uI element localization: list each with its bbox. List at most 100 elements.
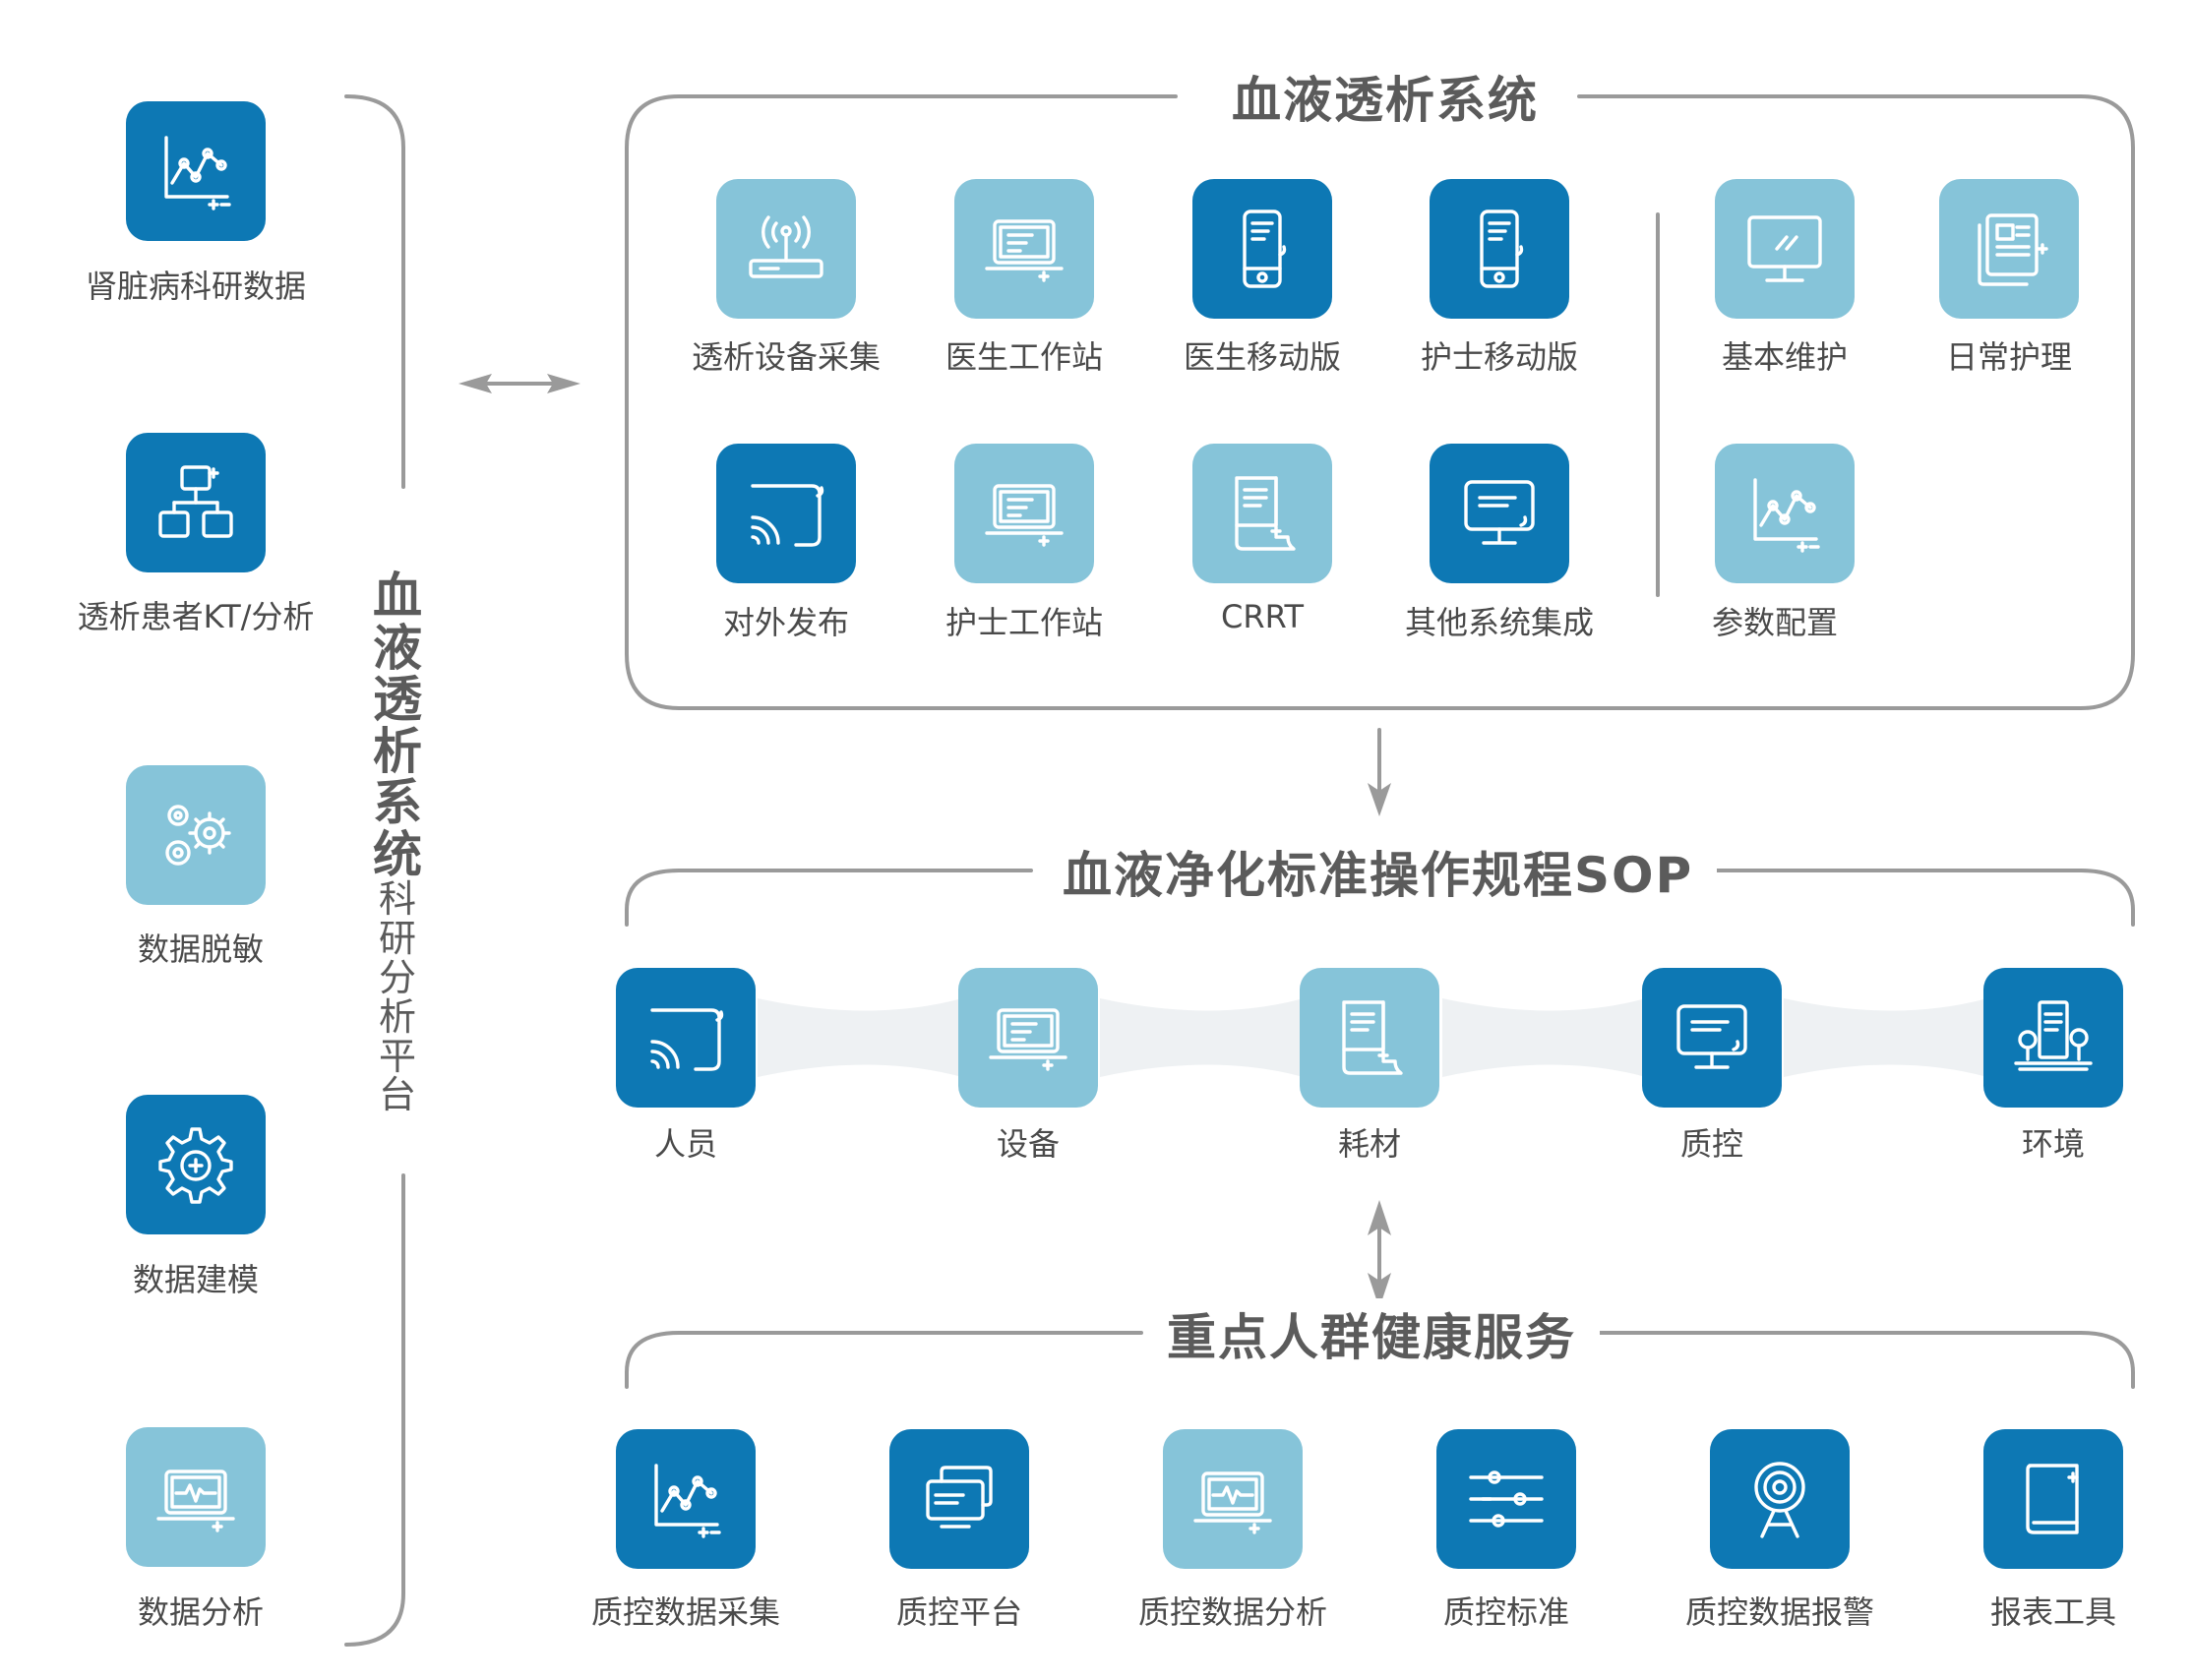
- label-left-0: 肾脏病科研数据: [85, 268, 306, 305]
- label-dialysis-3: 护士移动版: [1420, 338, 1578, 376]
- gears-icon: [165, 805, 231, 866]
- building-trees-icon: [2014, 1000, 2093, 1071]
- tile-sop-1[interactable]: [958, 968, 1098, 1108]
- label-side-1: 日常护理: [1945, 338, 2072, 376]
- vtitle-char: 血: [373, 568, 422, 625]
- sop-band-2: [1100, 998, 1304, 1077]
- tile-left-4[interactable]: [126, 1427, 266, 1567]
- tile-side-0[interactable]: [1715, 179, 1855, 319]
- laptop-icon: [985, 484, 1064, 547]
- tile-kp-4[interactable]: [1710, 1429, 1850, 1569]
- vtitle-char: 统: [373, 825, 422, 883]
- vtitle-char: 平: [378, 1034, 416, 1078]
- label-dialysis-4: 对外发布: [722, 604, 849, 641]
- document-icon: [1235, 476, 1296, 551]
- label-dialysis-1: 医生工作站: [944, 338, 1103, 376]
- arrowhead-down: [1368, 783, 1391, 816]
- tile-dialysis-0[interactable]: [716, 179, 856, 319]
- dialysis-system-title: 血液透析系统: [1208, 61, 1562, 132]
- tile-sop-3[interactable]: [1642, 968, 1782, 1108]
- tile-dialysis-7[interactable]: [1430, 444, 1569, 583]
- tile-dialysis-5[interactable]: [954, 444, 1094, 583]
- tile-side-1[interactable]: [1939, 179, 2079, 319]
- label-side-0: 基本维护: [1721, 338, 1848, 376]
- mobile-icon: [1480, 210, 1524, 288]
- label-sop-3: 质控: [1679, 1125, 1743, 1163]
- line-chart-icon: [164, 136, 231, 210]
- key-population-title: 重点人群健康服务: [1143, 1298, 1600, 1369]
- laptop-icon: [989, 1008, 1067, 1071]
- sliders-icon: [1469, 1470, 1544, 1528]
- label-dialysis-6: CRRT: [1220, 598, 1305, 635]
- tile-side-2[interactable]: [1715, 444, 1855, 583]
- document-icon: [1342, 1000, 1403, 1075]
- sop-title: 血液净化标准操作规程SOP: [1039, 836, 1718, 907]
- label-left-1: 透析患者KT/分析: [77, 598, 315, 635]
- tile-kp-5[interactable]: [1983, 1429, 2123, 1569]
- left-bracket-bottom: [344, 1173, 405, 1647]
- label-sop-2: 耗材: [1337, 1125, 1401, 1163]
- vtitle-char: 台: [378, 1073, 416, 1117]
- tile-dialysis-3[interactable]: [1430, 179, 1569, 319]
- tile-left-0[interactable]: [126, 101, 266, 241]
- tile-left-3[interactable]: [126, 1095, 266, 1234]
- label-left-3: 数据建模: [132, 1261, 259, 1298]
- vertical-platform-title: 血 液 透 析 系 统 科 研 分 析 平 台: [368, 570, 427, 1115]
- broadcast-icon: [650, 1008, 724, 1071]
- label-dialysis-0: 透析设备采集: [691, 338, 881, 376]
- label-left-2: 数据脱敏: [137, 930, 264, 968]
- laptop-pulse-icon: [1193, 1471, 1272, 1534]
- label-sop-0: 人员: [653, 1125, 717, 1163]
- gear-icon: [158, 1127, 233, 1204]
- vtitle-char: 透: [373, 671, 422, 728]
- router-icon: [749, 215, 823, 278]
- label-kp-1: 质控平台: [895, 1593, 1022, 1631]
- screens-icon: [926, 1466, 993, 1529]
- vtitle-char: 系: [373, 774, 422, 831]
- tile-left-2[interactable]: [126, 765, 266, 905]
- tile-left-1[interactable]: [126, 433, 266, 572]
- label-kp-4: 质控数据报警: [1684, 1593, 1874, 1631]
- book-icon: [2026, 1464, 2079, 1534]
- arrowhead-up-2: [1368, 1200, 1391, 1235]
- label-kp-0: 质控数据采集: [590, 1593, 780, 1631]
- flowchart-icon: [158, 465, 233, 538]
- vtitle-char: 研: [378, 916, 416, 960]
- vtitle-char: 液: [373, 619, 422, 677]
- tile-kp-3[interactable]: [1436, 1429, 1576, 1569]
- line-chart-icon: [654, 1464, 721, 1538]
- tile-dialysis-2[interactable]: [1192, 179, 1332, 319]
- label-dialysis-2: 医生移动版: [1183, 338, 1341, 376]
- label-side-2: 参数配置: [1711, 604, 1838, 641]
- label-dialysis-7: 其他系统集成: [1404, 604, 1594, 641]
- label-sop-4: 环境: [2021, 1125, 2085, 1163]
- tile-kp-0[interactable]: [616, 1429, 756, 1569]
- tile-kp-2[interactable]: [1163, 1429, 1303, 1569]
- laptop-icon: [985, 219, 1064, 282]
- sop-band-3: [1442, 998, 1646, 1077]
- tile-kp-1[interactable]: [889, 1429, 1029, 1569]
- monitor-icon: [1464, 480, 1535, 545]
- key-population-bracket: [625, 1331, 2135, 1389]
- monitor-icon: [1676, 1004, 1747, 1069]
- tile-sop-4[interactable]: [1983, 968, 2123, 1108]
- dialysis-box: [625, 94, 2135, 710]
- line-chart-icon: [1753, 478, 1820, 553]
- tile-sop-2[interactable]: [1300, 968, 1439, 1108]
- tile-dialysis-4[interactable]: [716, 444, 856, 583]
- label-left-4: 数据分析: [137, 1593, 264, 1631]
- tile-sop-0[interactable]: [616, 968, 756, 1108]
- arrowhead-right: [547, 374, 580, 393]
- broadcast-icon: [751, 484, 824, 547]
- vtitle-char: 析: [373, 722, 422, 780]
- vtitle-char: 分: [378, 955, 416, 999]
- signal-tower-icon: [1754, 1462, 1805, 1538]
- vtitle-char: 析: [378, 994, 416, 1039]
- sop-band-1: [758, 998, 962, 1077]
- left-bracket-top: [344, 94, 405, 489]
- sop-bracket: [625, 869, 2135, 927]
- tile-dialysis-6[interactable]: [1192, 444, 1332, 583]
- tile-dialysis-1[interactable]: [954, 179, 1094, 319]
- vtitle-char: 科: [378, 877, 416, 921]
